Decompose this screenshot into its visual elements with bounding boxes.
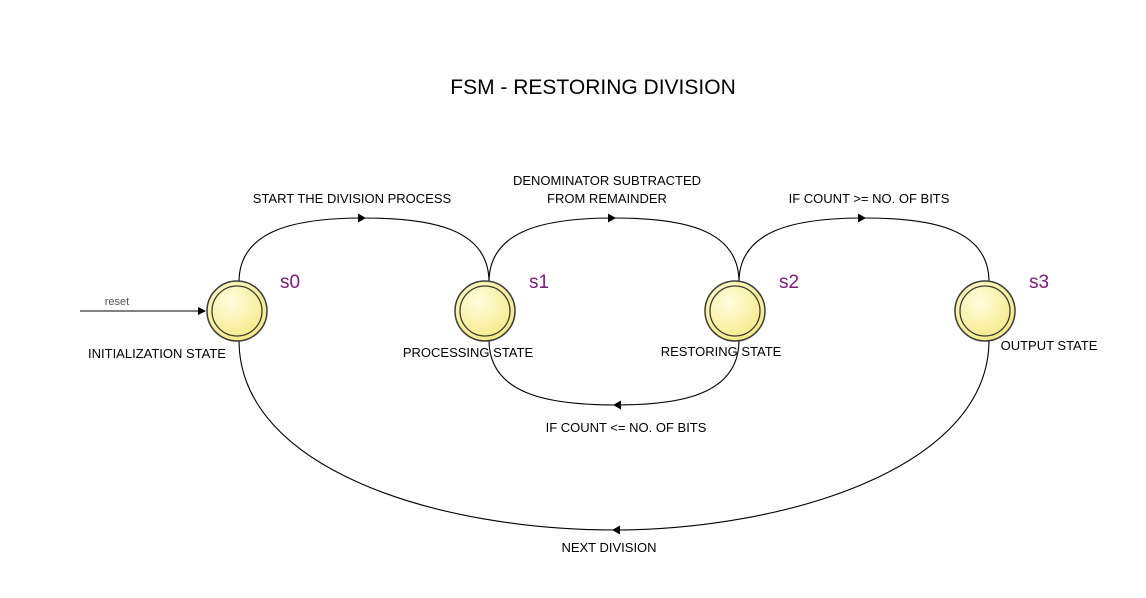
state-s0-outer xyxy=(206,280,268,342)
state-s2[interactable]: s2 RESTORING STATE xyxy=(661,272,799,359)
label-s1-s2-line2: FROM REMAINDER xyxy=(547,191,667,206)
state-s2-label: RESTORING STATE xyxy=(661,344,782,359)
transition-s2-s3: IF COUNT >= NO. OF BITS xyxy=(738,191,990,283)
state-s1-label: PROCESSING STATE xyxy=(403,345,534,360)
state-s1-inner xyxy=(459,285,511,337)
state-s3[interactable]: s3 OUTPUT STATE xyxy=(954,272,1098,353)
label-s3-s0: NEXT DIVISION xyxy=(561,540,656,555)
reset-arrowhead xyxy=(198,307,206,315)
edge-s3-s0 xyxy=(238,339,990,531)
arrowhead-s2-s1 xyxy=(613,400,621,410)
reset-transition: reset xyxy=(80,296,206,315)
state-s0[interactable]: s0 INITIALIZATION STATE xyxy=(88,272,300,361)
state-s1-id: s1 xyxy=(529,272,549,293)
label-s2-s1: IF COUNT <= NO. OF BITS xyxy=(546,420,707,435)
state-s2-id: s2 xyxy=(779,272,799,293)
state-s2-outer xyxy=(704,280,766,342)
arrowhead-s0-s1 xyxy=(358,213,366,223)
state-s1-outer xyxy=(454,280,516,342)
edge-s2-s3 xyxy=(738,217,990,283)
transition-s0-s1: START THE DIVISION PROCESS xyxy=(238,191,490,283)
label-s0-s1: START THE DIVISION PROCESS xyxy=(253,191,452,206)
reset-label: reset xyxy=(105,296,129,308)
state-s2-inner xyxy=(709,285,761,337)
transition-s3-s0: NEXT DIVISION xyxy=(238,339,990,555)
state-s3-id: s3 xyxy=(1029,272,1049,293)
arrowhead-s2-s3 xyxy=(858,213,866,223)
state-s3-inner xyxy=(959,285,1011,337)
diagram-title: FSM - RESTORING DIVISION xyxy=(450,76,735,99)
arrowhead-s1-s2 xyxy=(608,213,616,223)
label-s2-s3: IF COUNT >= NO. OF BITS xyxy=(789,191,950,206)
transition-s2-s1: IF COUNT <= NO. OF BITS xyxy=(488,339,740,435)
state-s0-id: s0 xyxy=(280,272,300,293)
arrowhead-s3-s0 xyxy=(612,525,620,535)
state-s0-inner xyxy=(211,285,263,337)
label-s1-s2-line1: DENOMINATOR SUBTRACTED xyxy=(513,173,701,188)
state-s3-label: OUTPUT STATE xyxy=(1001,338,1098,353)
state-s3-outer xyxy=(954,280,1016,342)
edge-s1-s2 xyxy=(488,217,740,283)
state-s1[interactable]: s1 PROCESSING STATE xyxy=(403,272,549,360)
state-s0-label: INITIALIZATION STATE xyxy=(88,346,226,361)
transition-s1-s2: DENOMINATOR SUBTRACTED FROM REMAINDER xyxy=(488,173,740,283)
edge-s0-s1 xyxy=(238,217,490,283)
